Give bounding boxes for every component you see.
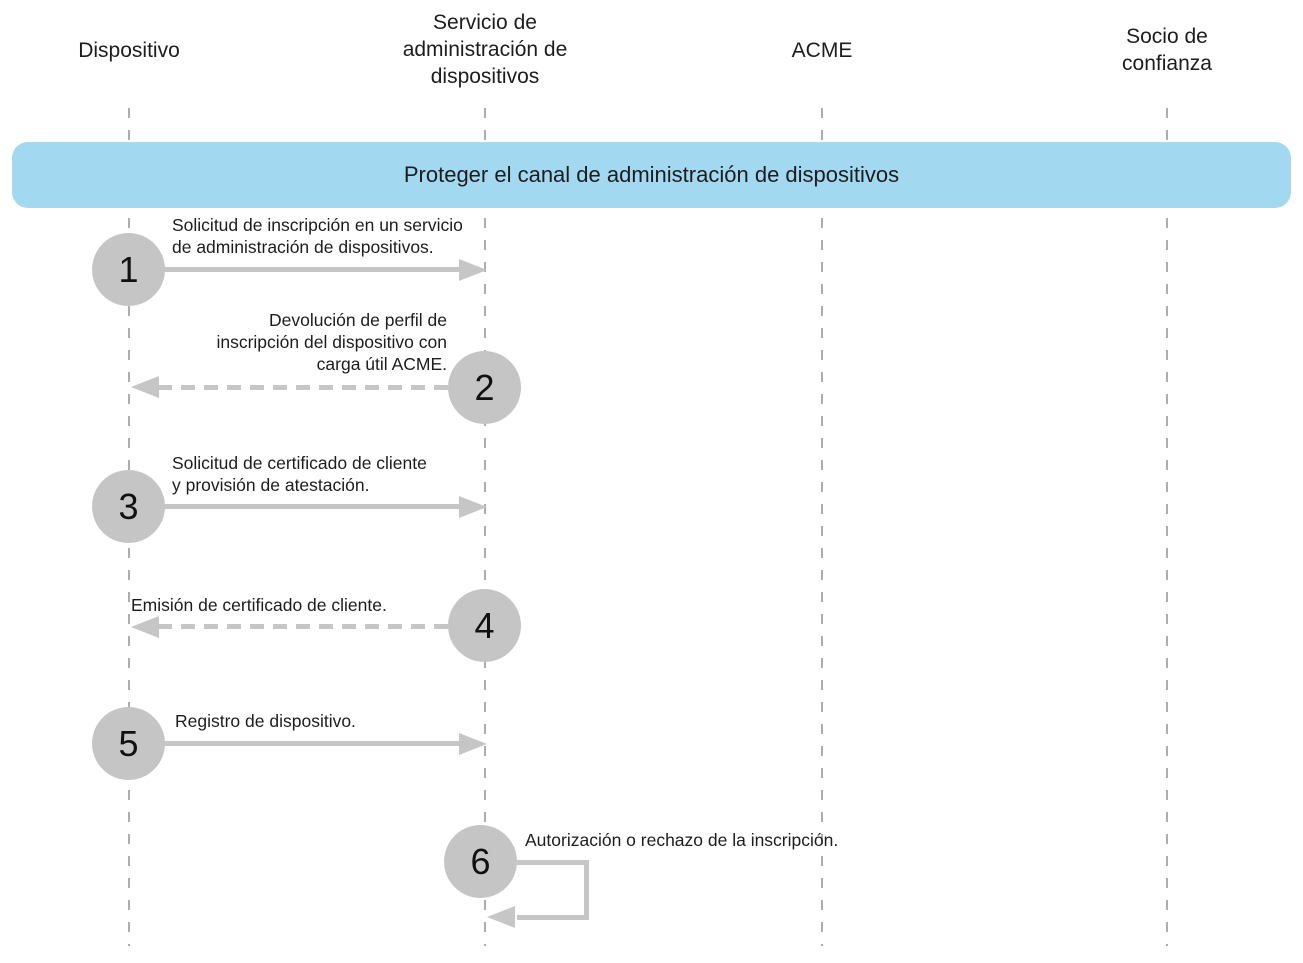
step-2-label: Devolución de perfil de inscripción del … <box>216 310 447 374</box>
arrowhead-left-icon <box>487 906 515 928</box>
step-4-number-badge: 4 <box>448 589 521 662</box>
step-2-message-arrow <box>158 385 450 390</box>
step-3-message-arrow <box>140 504 460 509</box>
step-6-self-loop-arrow <box>517 860 589 920</box>
step-4-label: Emisión de certificado de cliente. <box>131 595 387 615</box>
step-6-label: Autorización o rechazo de la inscripción… <box>525 830 839 850</box>
step-1-label: Solicitud de inscripción en un servicio … <box>172 215 463 257</box>
arrowhead-left-icon <box>131 616 159 638</box>
arrowhead-right-icon <box>459 733 487 755</box>
actor-label-acme: ACME <box>791 39 853 62</box>
phase-banner: Proteger el canal de administración de d… <box>12 142 1291 208</box>
step-5-label: Registro de dispositivo. <box>175 711 356 731</box>
actor-label-dispositivo: Dispositivo <box>78 39 180 62</box>
step-6-number-badge: 6 <box>444 825 517 898</box>
lifeline-servicio-administracion <box>484 108 486 946</box>
arrowhead-right-icon <box>459 496 487 518</box>
step-2-number-badge: 2 <box>448 351 521 424</box>
step-1-number-badge: 1 <box>92 233 165 306</box>
lifeline-acme <box>821 108 823 946</box>
actor-label-servicio-administracion: Servicio de administración de dispositiv… <box>402 11 568 88</box>
step-3-label: Solicitud de certificado de cliente y pr… <box>172 453 427 495</box>
step-5-number-badge: 5 <box>92 707 165 780</box>
arrowhead-right-icon <box>459 259 487 281</box>
step-3-number-badge: 3 <box>92 470 165 543</box>
arrowhead-left-icon <box>131 376 159 398</box>
phase-banner-label: Proteger el canal de administración de d… <box>403 162 900 187</box>
step-4-message-arrow <box>158 624 450 629</box>
actor-label-socio-confianza: Socio de confianza <box>1122 25 1212 75</box>
step-5-message-arrow <box>140 741 460 746</box>
lifeline-socio-confianza <box>1166 108 1168 946</box>
step-1-message-arrow <box>140 267 460 272</box>
